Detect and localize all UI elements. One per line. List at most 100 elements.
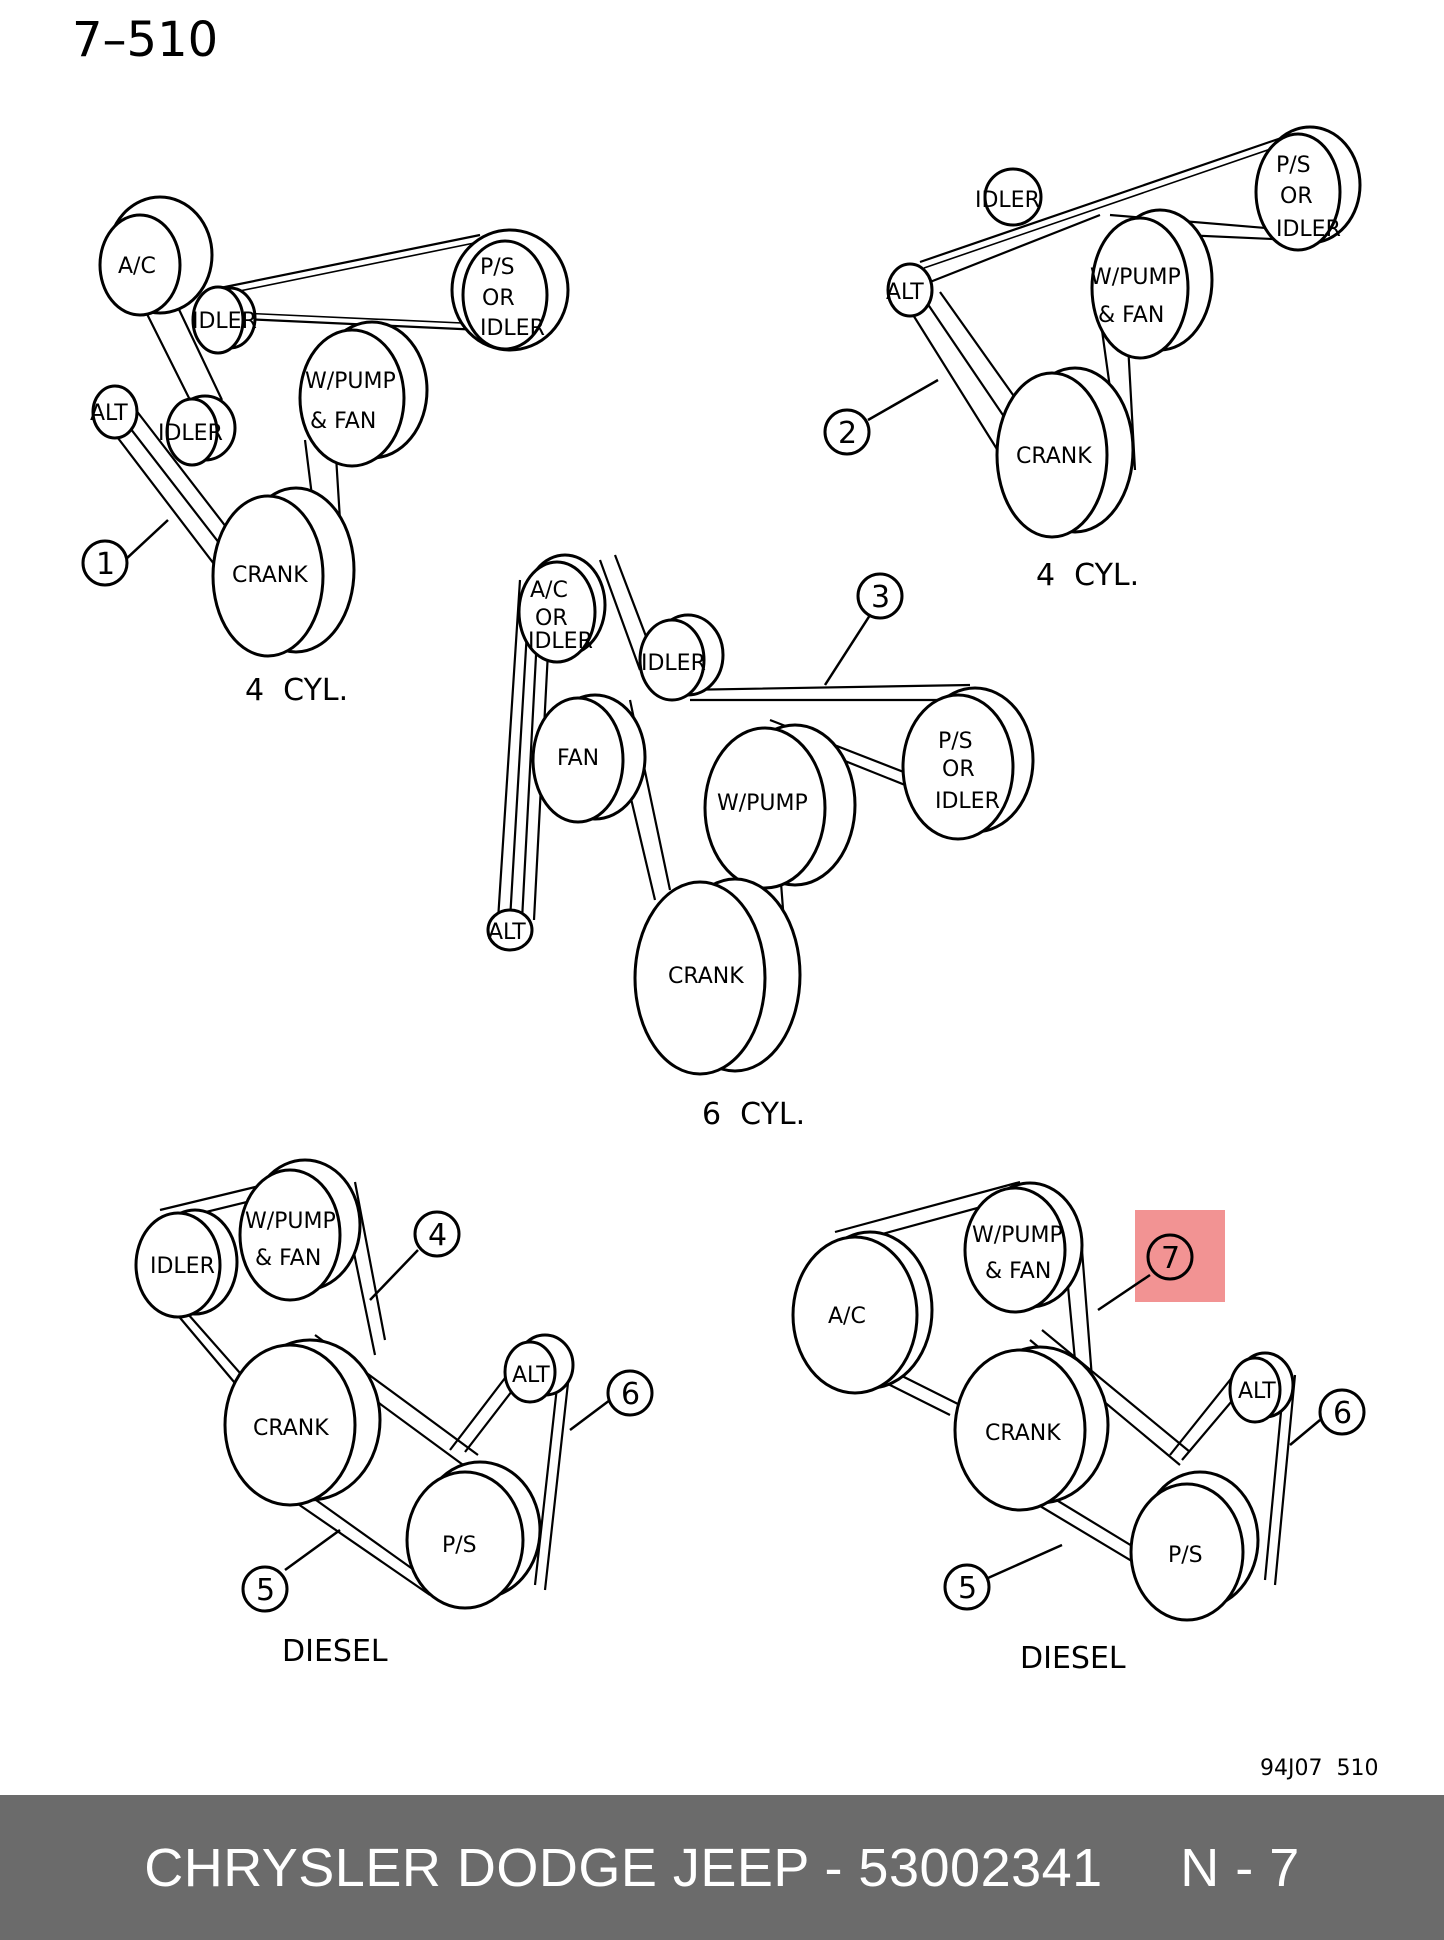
diagram-4-pulley-wpump-fan — [238, 1168, 342, 1302]
diagram-4-label-idler: IDLER — [150, 1254, 215, 1279]
diagram-1-caption: 4 CYL. — [245, 673, 348, 708]
diagram-4-label-fan: & FAN — [255, 1246, 321, 1271]
diagram-5-pulley-crank — [953, 1348, 1087, 1512]
diagram-2-pulley-crank — [995, 371, 1109, 539]
footer-bar: CHRYSLER DODGE JEEP - 53002341 N - 7 — [0, 1795, 1444, 1940]
diagram-3-belt — [679, 683, 972, 702]
diagram-1-label-ps-or-idler: P/S — [480, 255, 515, 280]
diagram-4-label-ps: P/S — [442, 1533, 477, 1558]
diagram-5-caption: DIESEL — [1020, 1641, 1126, 1676]
diagram-2-pulley-ps-or-idler — [1254, 132, 1342, 252]
diagram-4-pulley-idler — [134, 1211, 222, 1319]
diagram-3-label-ac-or-idler: OR — [535, 606, 568, 631]
diagram-3-label-ac-or-idler: IDLER — [528, 629, 593, 654]
diagram-2-label-ps-or-idler: OR — [1280, 184, 1313, 209]
diagram-4-pulley-ps — [405, 1470, 525, 1610]
diagram-1-label-fan: & FAN — [310, 409, 376, 434]
diagram-3-pulley-fan — [531, 696, 625, 824]
diagram-2-4cyl: IDLER P/S OR IDLER ALT W/PUMP & FAN CRAN… — [823, 125, 1362, 593]
callout-2-label: 2 — [838, 416, 857, 451]
callout-4 — [413, 1210, 461, 1258]
diagram-1-pulley-ps-or-idler — [461, 239, 549, 351]
diagram-2-caption: 4 CYL. — [1036, 558, 1139, 593]
diagram-5-pulley-wpump-fan — [963, 1186, 1067, 1314]
diagram-5-diesel: A/C W/PUMP & FAN ALT CRANK P/S 7 6 5 DIE… — [791, 1180, 1366, 1676]
diagram-1-pulley-ac — [98, 213, 182, 317]
callout-6-left-label: 6 — [621, 1377, 640, 1412]
diagram-5-pulley-ps — [1129, 1482, 1245, 1622]
diagram-3-caption: 6 CYL. — [702, 1097, 805, 1132]
diagram-5-pulley-alt — [1228, 1356, 1282, 1424]
diagram-5-leader — [1097, 1273, 1151, 1312]
diagram-4-leader — [569, 1399, 611, 1431]
diagram-5-label-fan: & FAN — [985, 1259, 1051, 1284]
diagram-3-label-ps-or-idler: IDLER — [935, 789, 1000, 814]
diagram-5-leader — [1289, 1419, 1321, 1446]
diagram-3-label-ps-or-idler: P/S — [938, 729, 973, 754]
callout-5-right-label: 5 — [958, 1571, 977, 1606]
diagram-1-4cyl: A/C IDLER P/S OR IDLER ALT IDLER W/PUMP … — [81, 195, 570, 708]
callout-3 — [856, 572, 904, 620]
diagram-3-pulley-ps-or-idler — [901, 693, 1015, 841]
diagram-5-pulley-ac — [791, 1235, 919, 1395]
figure-code: 94J07 510 — [1260, 1756, 1378, 1781]
diagram-4-label-alt: ALT — [512, 1363, 550, 1388]
diagram-1-label-crank: CRANK — [232, 563, 308, 588]
diagram-5-label-ac: A/C — [828, 1304, 866, 1329]
diagram-1-pulley-idler-upper — [191, 285, 245, 355]
diagram-1-label-idler-upper: IDLER — [192, 309, 257, 334]
diagram-2-pulley-wpump-fan — [1090, 216, 1190, 360]
diagram-2-belt — [923, 140, 1295, 269]
diagram-1-belt — [214, 240, 485, 325]
callout-6-right-label: 6 — [1333, 1396, 1352, 1431]
diagram-5-label-alt: ALT — [1238, 1379, 1276, 1404]
diagram-4-pulley-crank — [223, 1343, 357, 1507]
diagram-4-caption: DIESEL — [282, 1634, 388, 1669]
callout-5-right — [943, 1563, 991, 1611]
diagram-1-label-ac: A/C — [118, 254, 156, 279]
callout-2 — [823, 408, 871, 456]
diagram-3-label-crank: CRANK — [668, 964, 744, 989]
diagram-1-leader — [124, 519, 169, 561]
diagram-3-6cyl: A/C OR IDLER IDLER FAN W/PUMP P/S OR IDL… — [486, 553, 1035, 1132]
diagram-1-label-ps-or-idler: IDLER — [480, 316, 545, 341]
diagram-1-label-idler-lower: IDLER — [158, 421, 223, 446]
diagram-3-pulley-idler — [638, 618, 706, 702]
callout-7-highlight — [1135, 1210, 1225, 1302]
callout-6-left — [606, 1369, 654, 1417]
diagram-3-belt — [496, 574, 554, 921]
diagram-2-label-crank: CRANK — [1016, 444, 1092, 469]
diagram-2-pulley-idler — [983, 167, 1043, 227]
diagram-3-label-ac-or-idler: A/C — [530, 578, 568, 603]
diagram-1-pulley-idler-lower — [165, 397, 219, 467]
diagram-2-label-ps-or-idler: IDLER — [1276, 217, 1341, 242]
diagram-4-diesel: IDLER W/PUMP & FAN ALT CRANK P/S 4 6 5 D… — [134, 1158, 654, 1669]
callout-3-label: 3 — [871, 580, 890, 615]
diagram-2-leader — [867, 378, 939, 422]
diagram-3-label-alt: ALT — [488, 920, 526, 945]
diagram-3-label-wpump: W/PUMP — [717, 791, 808, 816]
diagram-4-pulley-alt — [503, 1340, 557, 1404]
diagram-1-pulley-crank — [211, 494, 325, 658]
diagram-4-label-wpump: W/PUMP — [245, 1209, 336, 1234]
diagram-5-label-ps: P/S — [1168, 1543, 1203, 1568]
diagram-2-belt — [919, 133, 1291, 284]
diagram-4-leader — [284, 1528, 341, 1572]
belt-routing-diagram: 7–510 A/C IDLER P/S OR IDLER ALT IDLER W… — [72, 12, 1378, 1781]
diagram-1-label-ps-or-idler: OR — [482, 286, 515, 311]
diagram-1-pulley-wpump-fan — [298, 328, 406, 468]
callout-4-label: 4 — [428, 1218, 447, 1253]
diagram-3-label-fan: FAN — [557, 746, 599, 771]
diagram-2-label-alt: ALT — [886, 280, 924, 305]
footer-text: CHRYSLER DODGE JEEP - 53002341 N - 7 — [144, 1837, 1300, 1898]
diagram-5-label-crank: CRANK — [985, 1421, 1061, 1446]
diagram-5-label-wpump: W/PUMP — [972, 1223, 1063, 1248]
page-reference: 7–510 — [72, 12, 218, 68]
callout-6-right — [1318, 1388, 1366, 1436]
callout-7 — [1146, 1233, 1194, 1281]
diagram-3-label-ps-or-idler: OR — [942, 757, 975, 782]
diagram-1-belt — [209, 233, 483, 332]
callout-1 — [81, 539, 129, 587]
diagram-5-leader — [987, 1543, 1063, 1580]
diagram-3-label-idler: IDLER — [641, 651, 706, 676]
